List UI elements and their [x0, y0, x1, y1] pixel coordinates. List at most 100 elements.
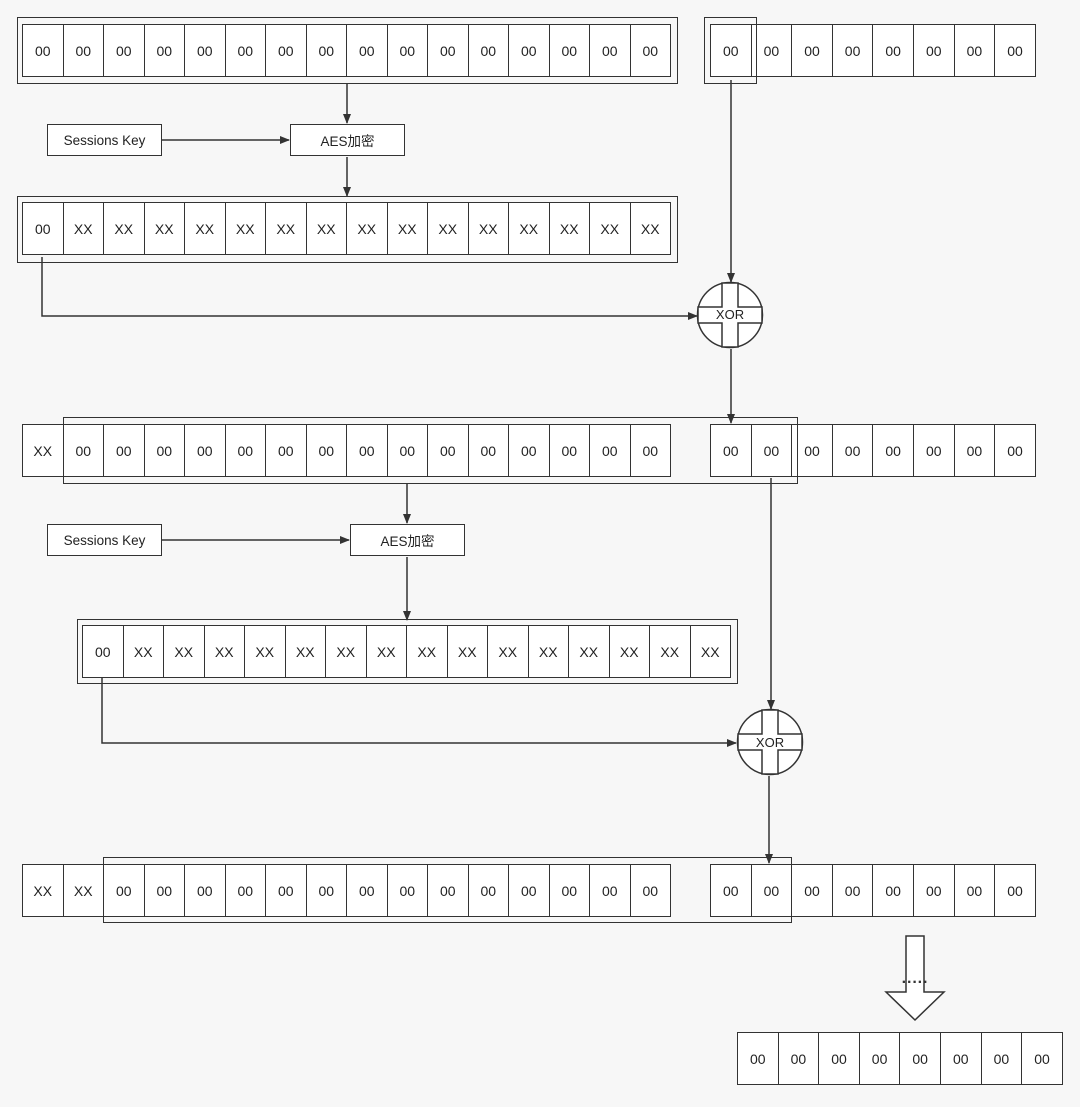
- row-3-buffer-cell: 00: [589, 424, 631, 477]
- row-1-input-cell: 00: [994, 24, 1036, 77]
- row-6-output-cell: 00: [940, 1032, 982, 1085]
- row-5-buffer-cell: 00: [265, 864, 307, 917]
- row-5-input-cell: 00: [994, 864, 1036, 917]
- row-5-window-frame: [103, 857, 792, 923]
- xor-symbol-2: [736, 708, 804, 776]
- row-3-buffer-cell: 00: [346, 424, 388, 477]
- row-4-encrypted-cell: XX: [365, 625, 407, 678]
- row-1-buffer-cell: 00: [224, 24, 266, 77]
- row-1-buffer-cell: 00: [184, 24, 226, 77]
- row-3-buffer-cell: 00: [508, 424, 550, 477]
- row-5-buffer-cell: XX: [62, 864, 104, 917]
- row-1-input-byte-frame: [704, 17, 757, 84]
- row-2-encrypted-cell: XX: [548, 202, 590, 255]
- row-2-encrypted-cell: XX: [224, 202, 266, 255]
- row-1-input-cell: 00: [831, 24, 874, 77]
- row-1-input-cell: 00: [791, 24, 833, 77]
- xor-symbol-1: [696, 281, 764, 349]
- row-5-buffer-cell: 00: [589, 864, 631, 917]
- row-3-input-cell: 00: [750, 424, 793, 477]
- row-4-encrypted-cell: XX: [568, 625, 610, 678]
- row-1-input-cell: 00: [913, 24, 955, 77]
- row-6-output-cell: 00: [818, 1032, 860, 1085]
- row-4-encrypted-cell: XX: [406, 625, 448, 678]
- row-3-buffer-cell: 00: [548, 424, 590, 477]
- row-5-input-cell: 00: [710, 864, 752, 917]
- row-3-input-cell: 00: [953, 424, 996, 477]
- xor-label-2: XOR: [755, 735, 785, 750]
- row-3-input-cell: 00: [994, 424, 1036, 477]
- row-5-buffer-cell: 00: [143, 864, 185, 917]
- arrow-encrypted-byte-to-xor-1: [41, 257, 698, 320]
- row-3-buffer-cell: 00: [143, 424, 185, 477]
- row-4-encrypted-cell: XX: [487, 625, 529, 678]
- row-4-encrypted-cell: XX: [244, 625, 286, 678]
- row-2-encrypted-cell: XX: [629, 202, 671, 255]
- row-6-output-cell: 00: [899, 1032, 941, 1085]
- row-5-input-cell: 00: [872, 864, 914, 917]
- row-5-buffer-cell: XX: [22, 864, 64, 917]
- row-6-output-cell: 00: [980, 1032, 1023, 1085]
- row-3-input-cell: 00: [831, 424, 874, 477]
- row-5-buffer-cell: 00: [346, 864, 388, 917]
- row-4-encrypted-cell: XX: [527, 625, 569, 678]
- row-1-buffer-cell: 00: [386, 24, 428, 77]
- row-1-buffer-cell: 00: [22, 24, 64, 77]
- row-3-buffer-cell: 00: [629, 424, 671, 477]
- row-3-input-cell: 00: [872, 424, 914, 477]
- row-1-buffer-cell: 00: [305, 24, 347, 77]
- row-3-buffer-cell: 00: [265, 424, 307, 477]
- aes-encrypt-box-2: AES加密: [350, 524, 465, 556]
- row-3-window-frame: [63, 417, 798, 484]
- row-2-encrypted-cell: XX: [589, 202, 631, 255]
- row-4-encrypted-cell: XX: [284, 625, 326, 678]
- row-5-buffer-cell: 00: [305, 864, 347, 917]
- row-3-buffer-cell: 00: [386, 424, 428, 477]
- row-1-buffer-cell: 00: [548, 24, 590, 77]
- session-key-box-1: Sessions Key: [47, 124, 162, 156]
- row-2-encrypted-cell: XX: [103, 202, 145, 255]
- row-2-encrypted-cell: XX: [62, 202, 104, 255]
- row-4-encrypted-cell: XX: [608, 625, 650, 678]
- row-5-input-cell: 00: [750, 864, 793, 917]
- row-1-buffer-cell: 00: [629, 24, 671, 77]
- row-4-encrypted-cell: XX: [325, 625, 367, 678]
- row-4-encrypted-cell: XX: [446, 625, 488, 678]
- row-4-encrypted-cell: XX: [649, 625, 691, 678]
- row-3-input-cell: 00: [913, 424, 955, 477]
- row-3-buffer-cell: 00: [184, 424, 226, 477]
- row-4-encrypted-cell: XX: [122, 625, 164, 678]
- row-4-encrypted-cell: 00: [82, 625, 124, 678]
- row-1-buffer-frame: [17, 17, 678, 84]
- row-2-encrypted-cell: XX: [143, 202, 185, 255]
- row-5-input-cell: 00: [831, 864, 874, 917]
- row-1-input-cell: 00: [953, 24, 996, 77]
- aes-encrypt-box-1: AES加密: [290, 124, 405, 156]
- row-2-encrypted-cell: XX: [467, 202, 509, 255]
- row-1-buffer-cell: 00: [103, 24, 145, 77]
- row-5-buffer-cell: 00: [467, 864, 509, 917]
- row-4-encrypted-frame: [77, 619, 738, 684]
- row-1-buffer-cell: 00: [143, 24, 185, 77]
- row-3-buffer-cell: 00: [467, 424, 509, 477]
- row-3-buffer-cell: 00: [427, 424, 469, 477]
- arrow-encrypted-byte-to-xor-2: [101, 678, 737, 747]
- row-6-output-cell: 00: [737, 1032, 779, 1085]
- row-1-input-cell: 00: [750, 24, 793, 77]
- row-3-input-cell: 00: [791, 424, 833, 477]
- continuation-dots: ·····: [902, 974, 929, 991]
- row-6-output-cell: 00: [858, 1032, 901, 1085]
- continuation-arrow: [884, 935, 946, 1022]
- row-4-encrypted-cell: XX: [163, 625, 205, 678]
- row-5-buffer-cell: 00: [548, 864, 590, 917]
- row-5-input-cell: 00: [791, 864, 833, 917]
- row-1-input-cell: 00: [872, 24, 914, 77]
- row-4-encrypted-cell: XX: [689, 625, 731, 678]
- row-3-buffer-cell: 00: [305, 424, 347, 477]
- row-5-buffer-cell: 00: [508, 864, 550, 917]
- row-2-encrypted-cell: XX: [184, 202, 226, 255]
- row-5-buffer-cell: 00: [224, 864, 266, 917]
- row-5-input-cell: 00: [953, 864, 996, 917]
- xor-label-1: XOR: [715, 307, 745, 322]
